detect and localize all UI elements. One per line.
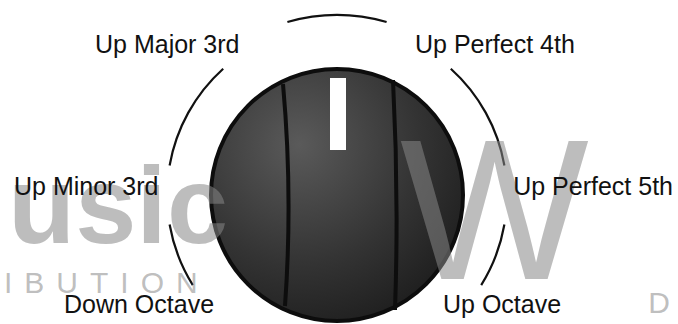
- interval-label: Up Octave: [443, 292, 561, 317]
- knob-pointer: [330, 78, 346, 150]
- watermark-text: usic: [8, 150, 228, 260]
- range-arc: [287, 15, 386, 22]
- interval-label: Up Perfect 5th: [513, 174, 673, 199]
- interval-label: Up Major 3rd: [95, 32, 240, 57]
- watermark-text: W: [400, 110, 589, 310]
- interval-label: Down Octave: [64, 292, 214, 317]
- knob-grip-line: [283, 84, 289, 306]
- interval-label: Up Minor 3rd: [14, 174, 159, 199]
- watermark-text: D: [648, 288, 670, 318]
- interval-label: Up Perfect 4th: [415, 32, 575, 57]
- knob-grip-line: [393, 80, 397, 310]
